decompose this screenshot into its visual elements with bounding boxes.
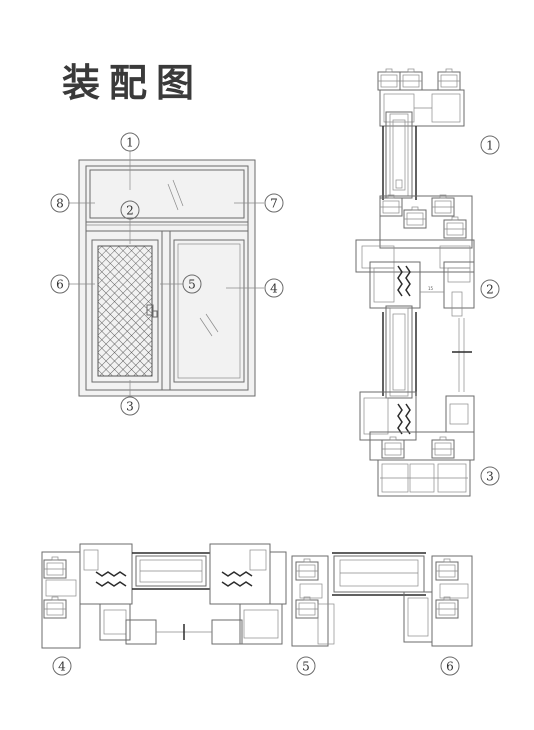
callout-3: 3 bbox=[120, 396, 140, 416]
section-label-2: 2 bbox=[480, 279, 500, 299]
callout-8: 8 bbox=[50, 193, 70, 213]
callout-5: 5 bbox=[182, 274, 202, 294]
section-label-1: 1 bbox=[480, 135, 500, 155]
top-fixed-pane bbox=[89, 169, 245, 219]
horizontal-section-right bbox=[332, 552, 473, 647]
insect-screen bbox=[97, 245, 153, 377]
svg-text:4: 4 bbox=[270, 282, 278, 296]
callout-2: 2 bbox=[120, 200, 140, 220]
section-label-4: 4 bbox=[52, 656, 72, 676]
svg-text:6: 6 bbox=[56, 278, 64, 292]
vertical-section: 15 bbox=[355, 68, 475, 497]
window-elevation bbox=[68, 151, 264, 397]
svg-text:3: 3 bbox=[126, 400, 134, 414]
svg-text:1: 1 bbox=[486, 139, 494, 153]
svg-text:7: 7 bbox=[270, 197, 278, 211]
svg-text:2: 2 bbox=[486, 283, 494, 297]
sash-handle bbox=[146, 304, 154, 316]
screen-sash bbox=[91, 239, 159, 383]
svg-text:4: 4 bbox=[58, 660, 66, 674]
section-label-5: 5 bbox=[296, 656, 316, 676]
svg-text:2: 2 bbox=[126, 204, 134, 218]
callout-1: 1 bbox=[120, 132, 140, 152]
svg-text:1: 1 bbox=[126, 136, 134, 150]
page-title: 装配图 bbox=[62, 61, 204, 105]
callout-4: 4 bbox=[264, 278, 284, 298]
svg-text:6: 6 bbox=[446, 660, 454, 674]
svg-text:5: 5 bbox=[188, 278, 196, 292]
callout-6: 6 bbox=[50, 274, 70, 294]
callout-7: 7 bbox=[264, 193, 284, 213]
svg-text:8: 8 bbox=[56, 197, 64, 211]
svg-text:3: 3 bbox=[486, 470, 494, 484]
section-label-6: 6 bbox=[440, 656, 460, 676]
horizontal-section-left bbox=[41, 543, 287, 649]
svg-text:5: 5 bbox=[302, 660, 310, 674]
horizontal-section-middle bbox=[291, 555, 335, 647]
section-label-3: 3 bbox=[480, 466, 500, 486]
right-fixed-pane bbox=[173, 239, 245, 383]
svg-text:15: 15 bbox=[428, 286, 434, 291]
mullion bbox=[161, 230, 171, 391]
